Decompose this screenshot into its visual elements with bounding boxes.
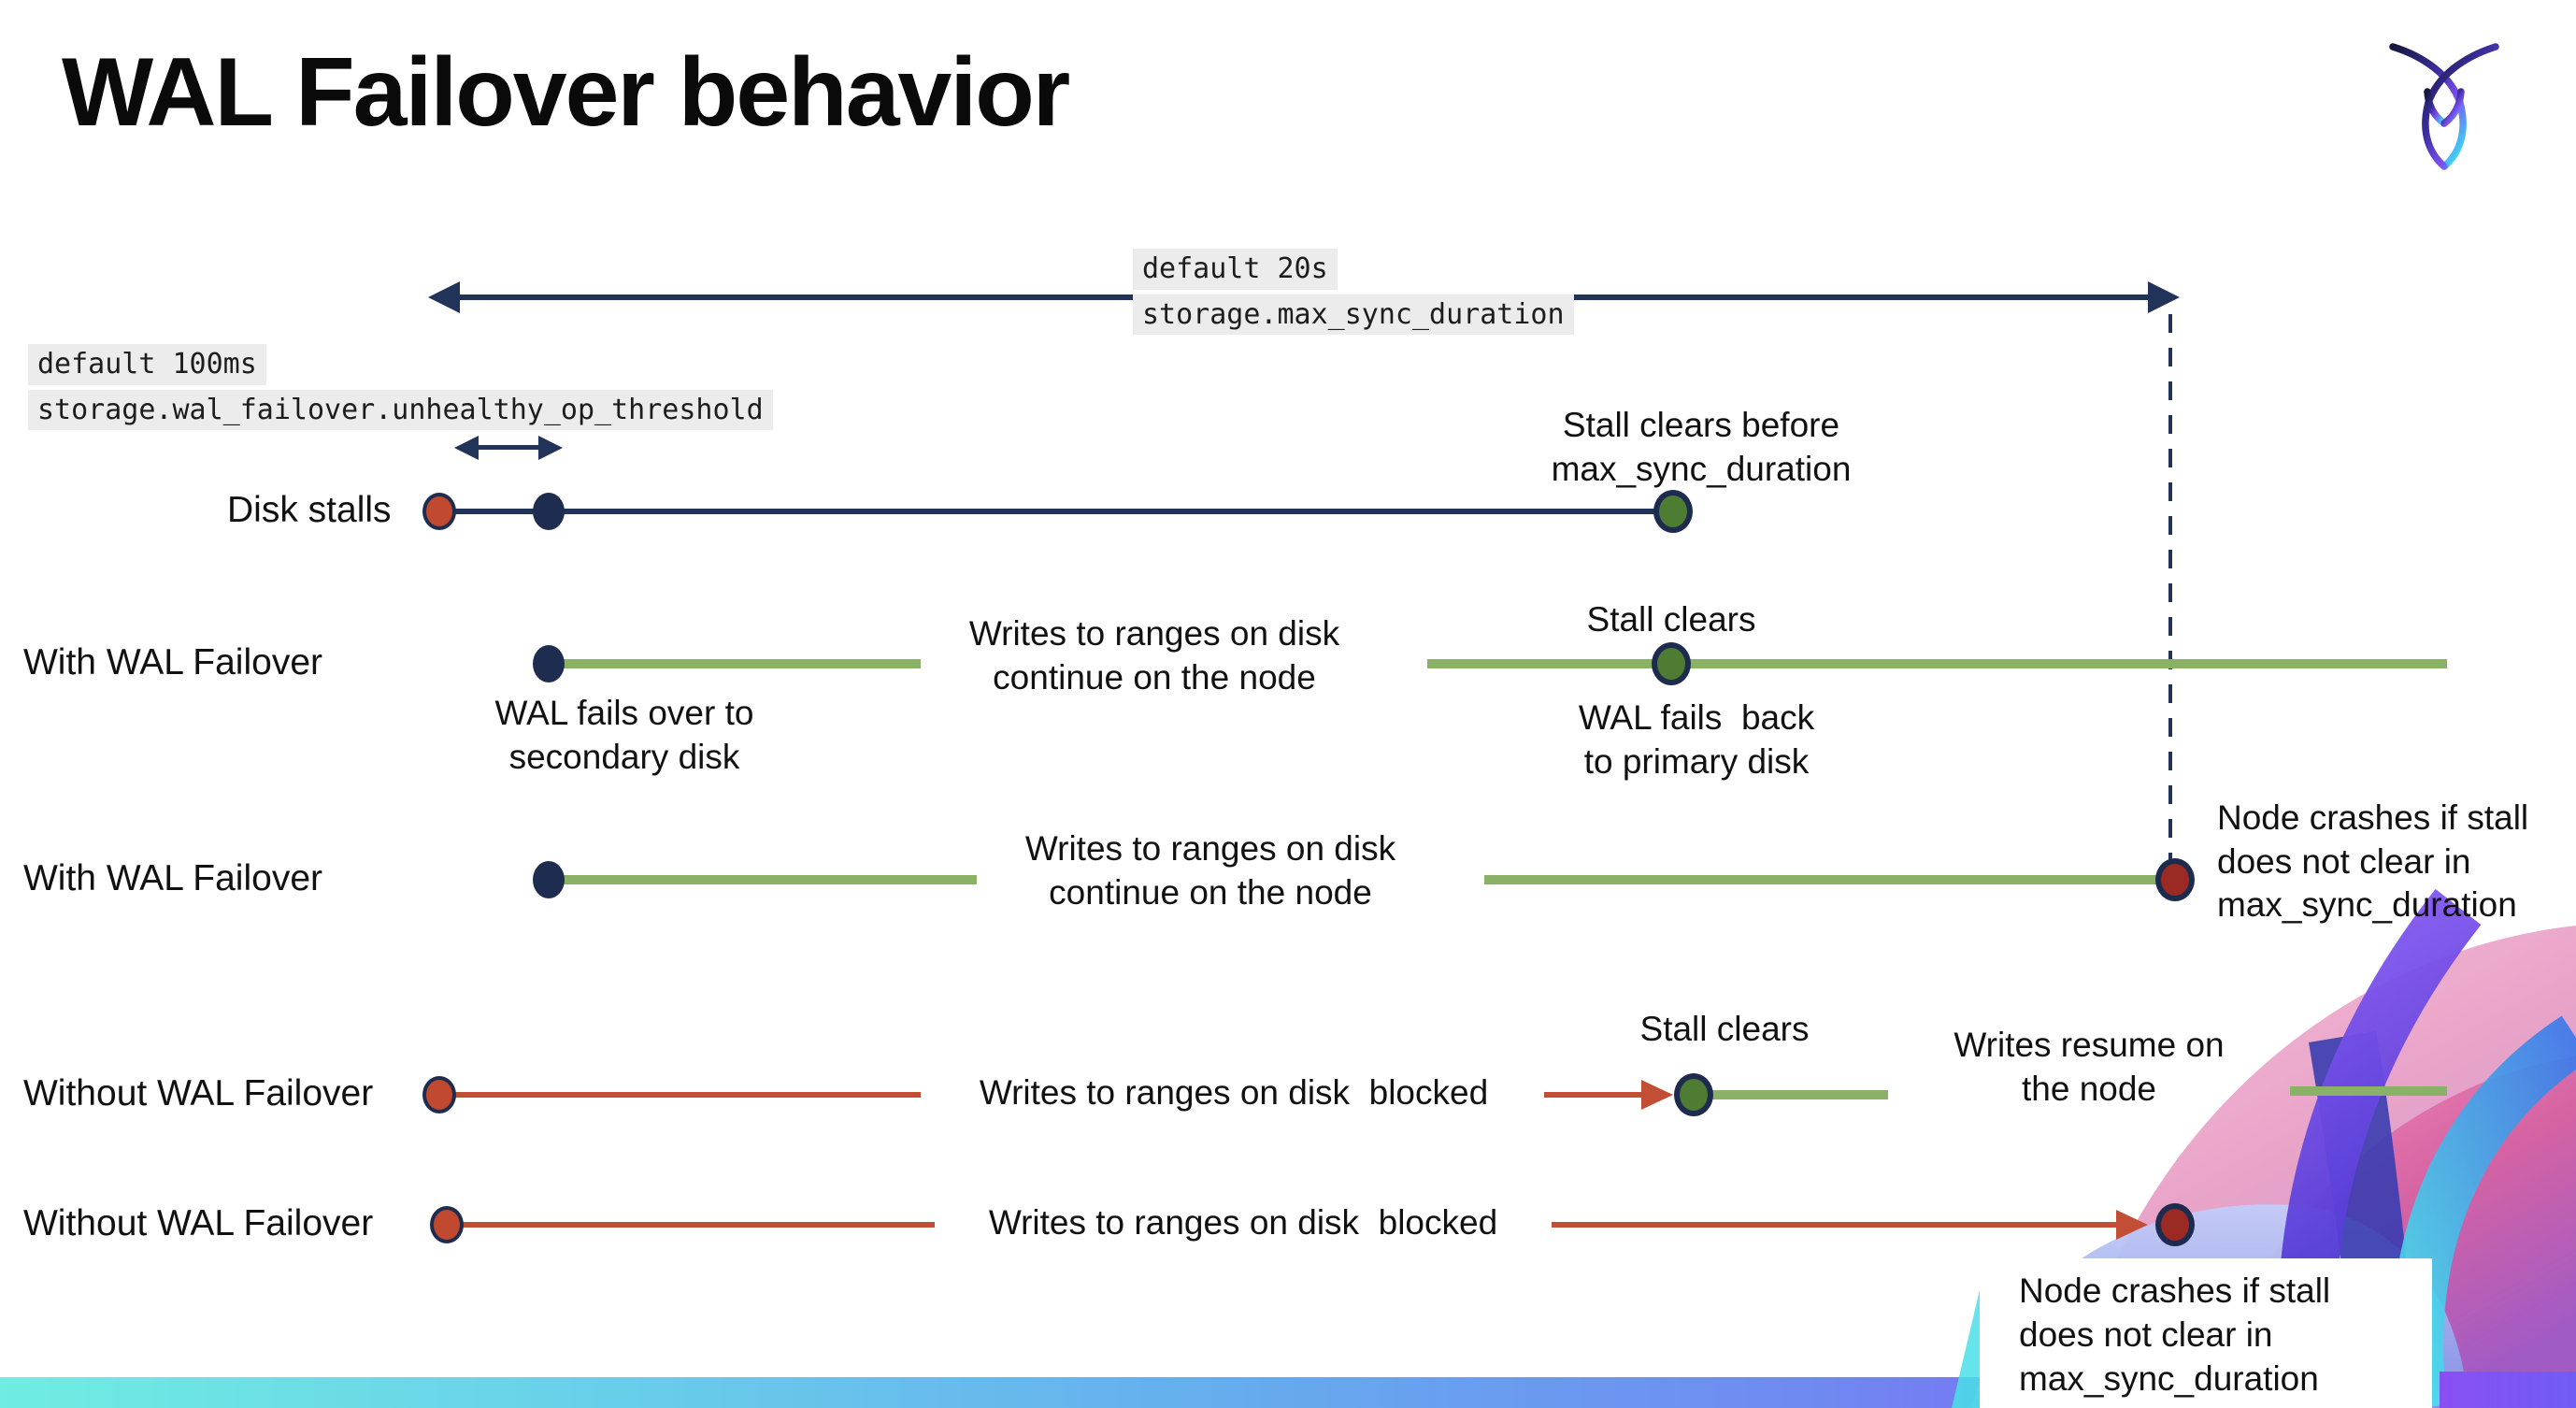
stall-start-dot (422, 493, 456, 530)
writes-blocked-arrow-line (1544, 1092, 1649, 1098)
small-arrowhead-right-icon (538, 436, 563, 460)
stall-start-dot-2 (422, 1076, 456, 1113)
stall-clears-dot-2 (1652, 642, 1691, 685)
stall-clears-dot (1653, 490, 1693, 533)
node-crash-dot (2155, 858, 2195, 901)
node-crashes-note-box: Node crashes if stall does not clear in … (1980, 1258, 2432, 1408)
arrowhead-right-icon (2148, 281, 2180, 313)
writes-blocked-note-2: Writes to ranges on disk blocked (988, 1203, 1498, 1242)
unhealthy-op-setting-name: storage.wal_failover.unhealthy_op_thresh… (28, 389, 773, 430)
writes-blocked-line (439, 1092, 921, 1098)
disk-stalls-timeline (439, 509, 1673, 514)
max-sync-setting-name: storage.max_sync_duration (1133, 294, 1574, 335)
row-label-without-wal-failover-1: Without WAL Failover (23, 1073, 374, 1113)
writes-continue-line (549, 659, 921, 668)
unhealthy-op-default-label: default 100ms (28, 344, 266, 385)
stall-clears-before-note: Stall clears before max_sync_duration (1551, 406, 1852, 488)
arrowhead-left-icon (428, 281, 460, 313)
writes-blocked-arrow-line-2 (1552, 1222, 2124, 1228)
threshold-reached-dot (533, 493, 565, 530)
max-sync-default-label: default 20s (1133, 249, 1338, 290)
writes-continue-line-4 (1484, 875, 2170, 884)
failover-dot-2 (533, 861, 565, 898)
max-sync-duration-annotation: default 20s storage.max_sync_duration (1133, 249, 1574, 335)
unhealthy-op-threshold-annotation: default 100ms storage.wal_failover.unhea… (28, 344, 773, 430)
cockroachdb-logo-icon (2389, 43, 2499, 170)
writes-continue-line-3 (549, 875, 977, 884)
wal-fails-over-note: WAL fails over to secondary disk (494, 694, 754, 776)
row-label-with-wal-failover-1: With WAL Failover (23, 642, 322, 682)
row-label-without-wal-failover-2: Without WAL Failover (23, 1203, 374, 1243)
unhealthy-op-span-line (477, 445, 540, 450)
writes-continue-line-2 (1427, 659, 2447, 668)
max-sync-deadline-dashed-line (2168, 314, 2172, 862)
stall-clears-label-1: Stall clears (1586, 600, 1756, 639)
writes-blocked-note: Writes to ranges on disk blocked (979, 1073, 1489, 1112)
wal-fails-back-note: WAL fails back to primary disk (1578, 698, 1815, 781)
failover-dot (533, 645, 565, 682)
node-crash-dot-2 (2155, 1203, 2195, 1246)
red-arrowhead-icon-2 (2116, 1210, 2148, 1240)
page-title: WAL Failover behavior (62, 38, 1070, 147)
writes-resume-line-2 (2290, 1086, 2447, 1096)
writes-continue-note-2: Writes to ranges on disk continue on the… (1024, 829, 1396, 912)
stall-clears-dot-3 (1674, 1073, 1713, 1116)
node-crashes-note-1: Node crashes if stall does not clear in … (2217, 798, 2529, 925)
stall-clears-label-2: Stall clears (1639, 1010, 1810, 1048)
writes-resume-line (1694, 1090, 1888, 1099)
writes-blocked-line-2 (447, 1222, 935, 1228)
node-crashes-note-2: Node crashes if stall does not clear in … (2019, 1272, 2331, 1398)
small-arrowhead-left-icon (454, 436, 479, 460)
stall-start-dot-3 (430, 1206, 464, 1243)
row-label-disk-stalls: Disk stalls (227, 490, 392, 530)
writes-continue-note: Writes to ranges on disk continue on the… (968, 614, 1340, 697)
writes-resume-note: Writes resume on the node (1953, 1026, 2225, 1108)
red-arrowhead-icon-1 (1641, 1080, 1673, 1110)
row-label-with-wal-failover-2: With WAL Failover (23, 858, 322, 898)
